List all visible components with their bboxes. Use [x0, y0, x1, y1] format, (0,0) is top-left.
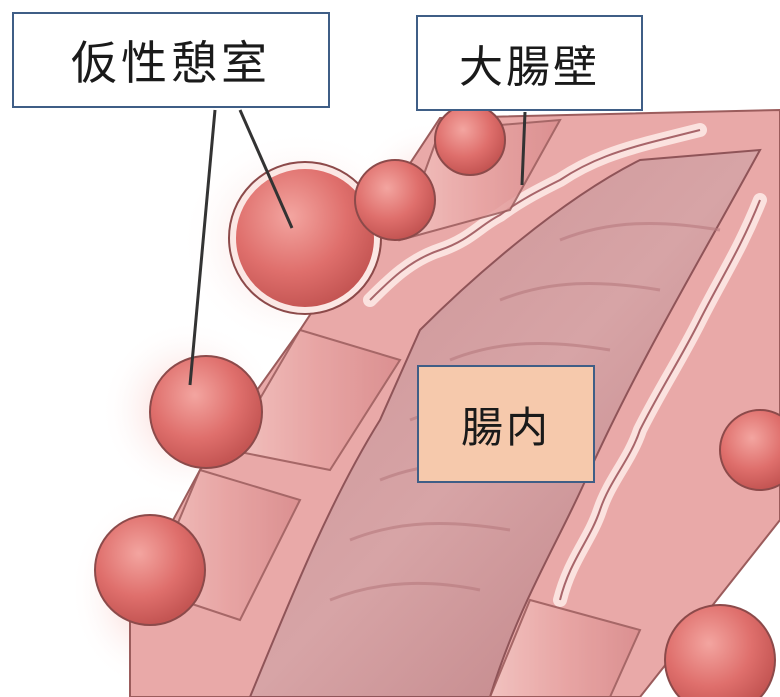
diverticulum-pouch	[95, 515, 205, 625]
lumen-label: 腸内	[417, 365, 595, 483]
colon-wall-label-text: 大腸壁	[459, 31, 600, 95]
lumen-label-text: 腸内	[461, 394, 551, 455]
colon-wall-label: 大腸壁	[416, 15, 643, 111]
diverticulum-pouch	[435, 105, 505, 175]
diverticulum-pouch	[355, 160, 435, 240]
diverticulum-pouch	[150, 356, 262, 468]
diverticulum-label-text: 仮性憩室	[71, 27, 271, 93]
diverticulum-pouch	[233, 166, 377, 310]
diverticulum-label: 仮性憩室	[12, 12, 330, 108]
